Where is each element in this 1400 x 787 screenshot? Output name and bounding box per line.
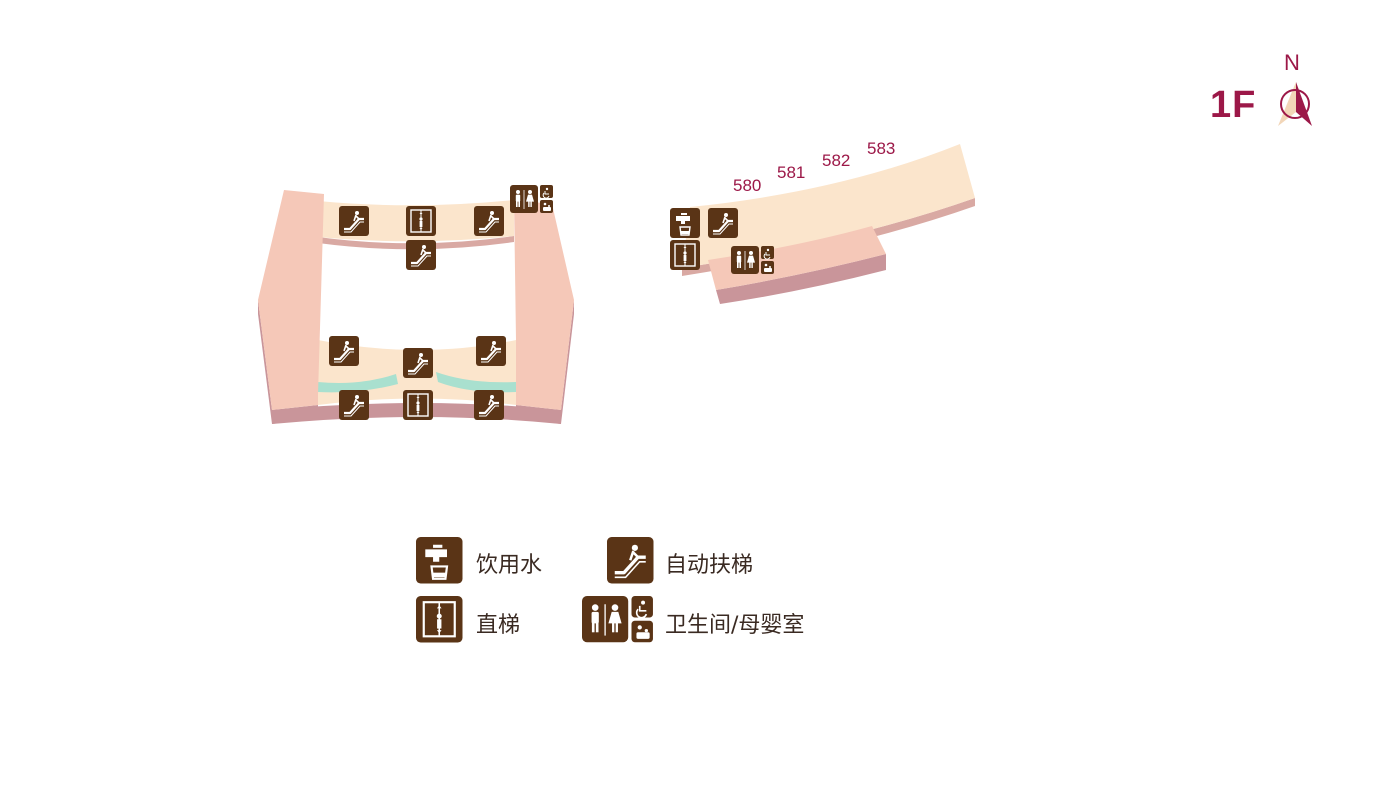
- shop-581-label[interactable]: 581: [777, 163, 805, 182]
- lower-block-side: [716, 254, 886, 304]
- legend-drinking-water-icon: [414, 535, 464, 585]
- water-feature-right: [436, 372, 516, 393]
- legend-restroom-label: 卫生间/母婴室: [665, 613, 805, 638]
- legend-escalator-icon: [605, 535, 656, 586]
- escalator-icon[interactable]: [472, 388, 506, 422]
- north-arrow-icon: [1278, 82, 1312, 126]
- escalator-icon[interactable]: [337, 204, 371, 238]
- elevator-icon[interactable]: [402, 389, 434, 421]
- escalator-icon[interactable]: [474, 334, 508, 368]
- restroom-icon[interactable]: [510, 185, 553, 213]
- elevator-icon[interactable]: [669, 239, 701, 271]
- escalator-icon[interactable]: [337, 388, 371, 422]
- escalator-icon[interactable]: [706, 206, 740, 240]
- legend-elevator-label: 直梯: [476, 613, 521, 638]
- water-feature-left: [318, 374, 398, 393]
- legend-drinking-water-label: 饮用水: [476, 553, 543, 578]
- legend-escalator-label: 自动扶梯: [665, 553, 754, 578]
- top-corridor-side: [318, 236, 514, 250]
- north-label: N: [1284, 50, 1300, 75]
- shop-582-label[interactable]: 582: [822, 151, 850, 170]
- escalator-icon[interactable]: [401, 346, 435, 380]
- floor-label: 1F: [1210, 84, 1257, 126]
- shop-580-label[interactable]: 580: [733, 176, 761, 195]
- elevator-icon[interactable]: [405, 205, 437, 237]
- upper-block[interactable]: [682, 144, 975, 268]
- building-left: [258, 185, 574, 424]
- escalator-icon[interactable]: [472, 204, 506, 238]
- legend-restroom-icon: [582, 596, 653, 642]
- left-wing[interactable]: [258, 190, 324, 410]
- building-right: 580 581 582 583: [669, 139, 975, 304]
- legend-elevator-icon: [414, 594, 464, 644]
- escalator-icon[interactable]: [327, 334, 361, 368]
- right-wing[interactable]: [514, 200, 574, 410]
- escalator-icon[interactable]: [404, 238, 438, 272]
- shop-583-label[interactable]: 583: [867, 139, 895, 158]
- drinking-water-icon[interactable]: [669, 207, 701, 239]
